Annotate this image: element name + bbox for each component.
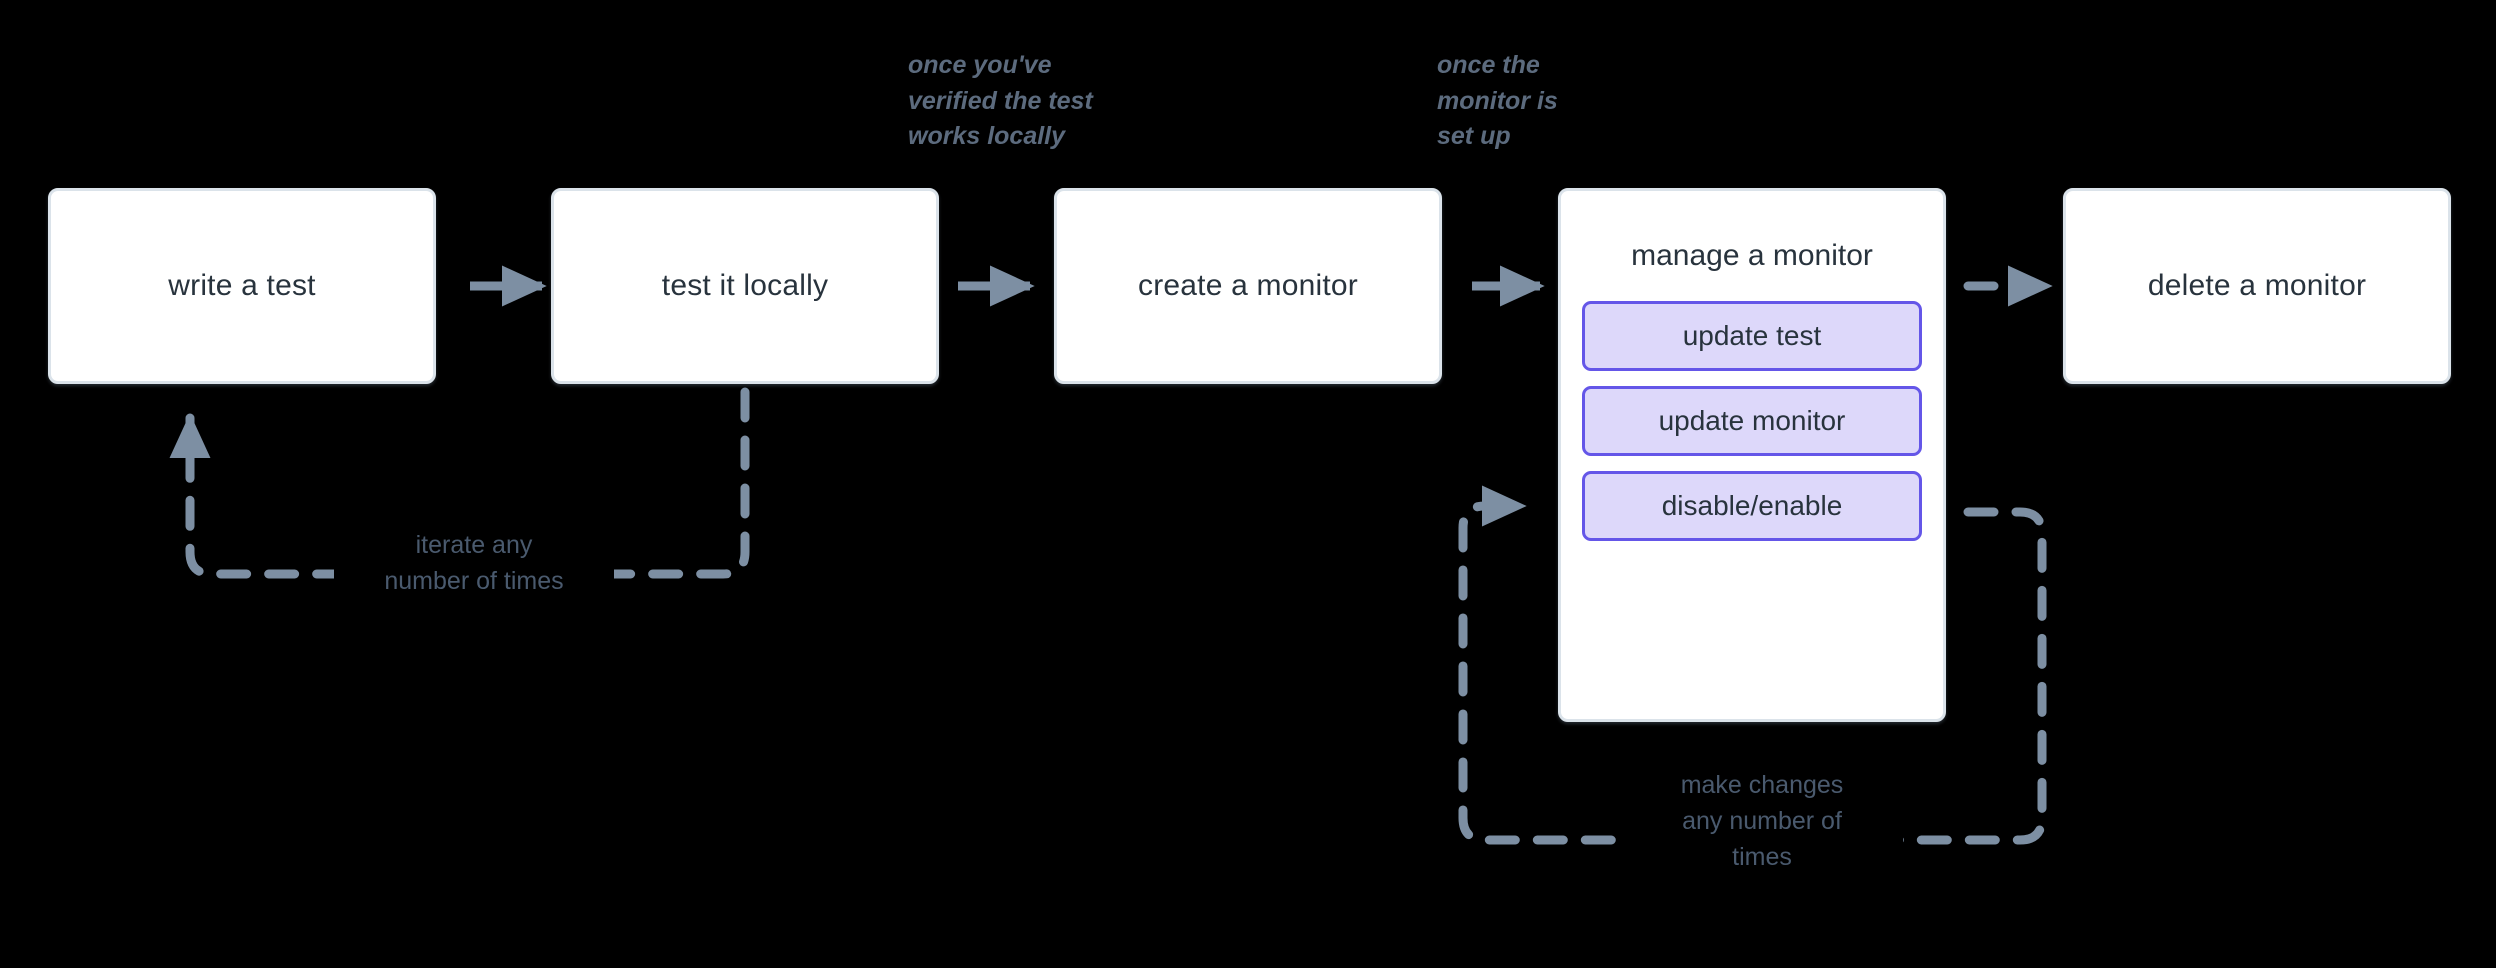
iterate-loop-label: iterate any number of times — [334, 528, 614, 600]
subnode-update-test[interactable]: update test — [1582, 301, 1922, 371]
node-write-a-test[interactable]: write a test — [48, 188, 436, 384]
node-label-manage-a-monitor: manage a monitor — [1631, 239, 1873, 272]
make-changes-label: make changes any number of times — [1621, 768, 1903, 876]
annotation-set-up: once the monitor is set up — [1437, 51, 1558, 150]
node-create-a-monitor[interactable]: create a monitor — [1054, 188, 1442, 384]
node-label-write-a-test: write a test — [168, 269, 316, 302]
annotation-verified: once you've verified the test works loca… — [908, 51, 1093, 150]
subnode-label-disable-enable: disable/enable — [1661, 490, 1843, 521]
node-delete-a-monitor[interactable]: delete a monitor — [2063, 188, 2451, 384]
subnode-label-update-monitor: update monitor — [1658, 405, 1846, 436]
subnode-label-update-test: update test — [1682, 320, 1822, 351]
subnode-update-monitor[interactable]: update monitor — [1582, 386, 1922, 456]
node-label-create-a-monitor: create a monitor — [1138, 269, 1358, 302]
node-test-it-locally[interactable]: test it locally — [551, 188, 939, 384]
manage-subnode-list: update test update monitor disable/enabl… — [1561, 301, 1943, 541]
node-label-test-it-locally: test it locally — [661, 269, 829, 302]
node-manage-a-monitor[interactable]: manage a monitor update test update moni… — [1558, 188, 1946, 722]
subnode-disable-enable[interactable]: disable/enable — [1582, 471, 1922, 541]
node-label-delete-a-monitor: delete a monitor — [2147, 269, 2367, 302]
